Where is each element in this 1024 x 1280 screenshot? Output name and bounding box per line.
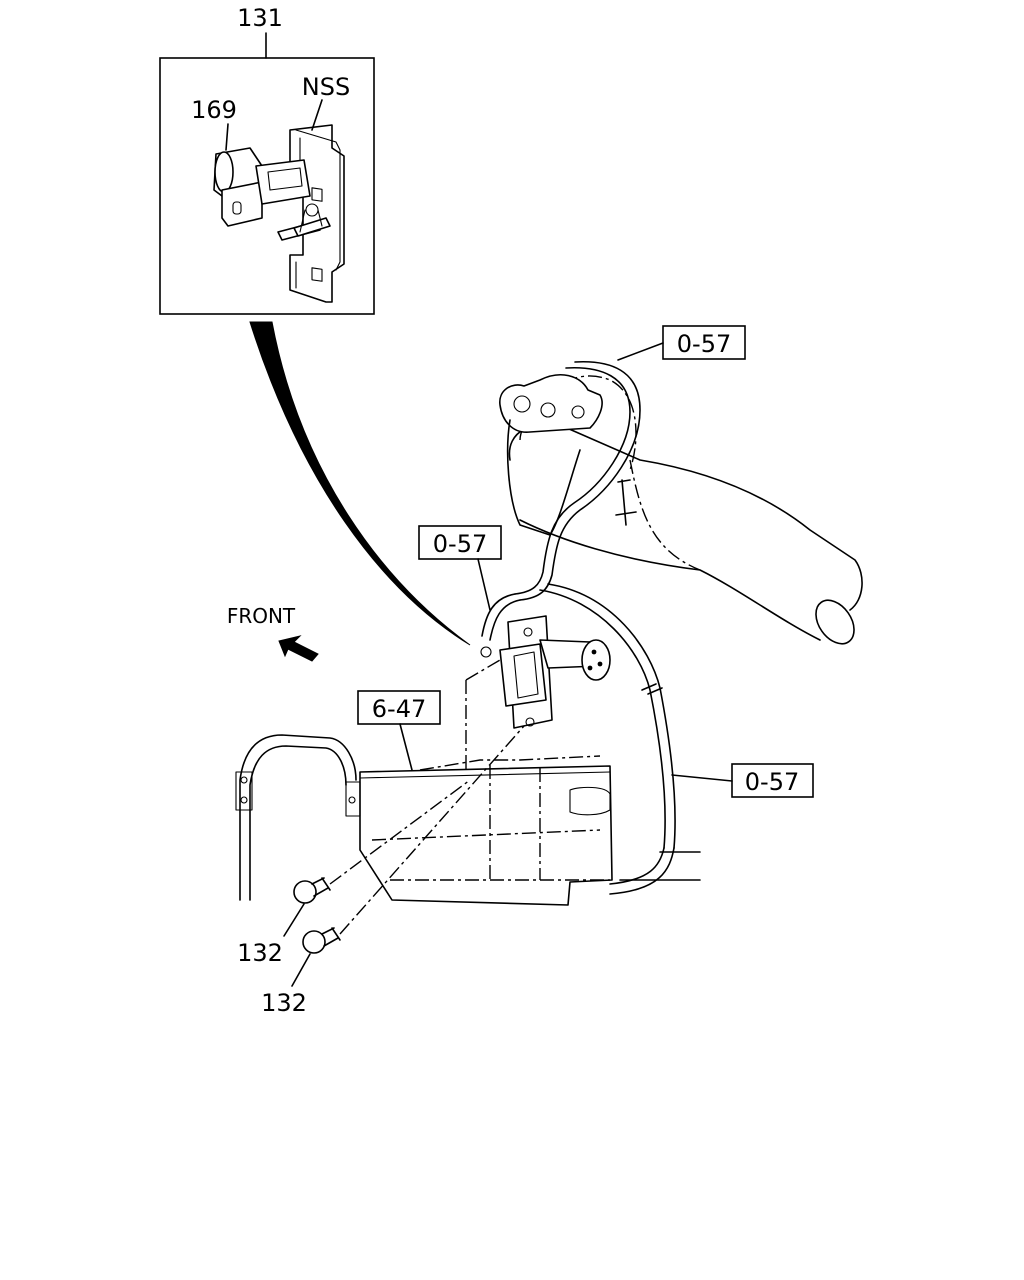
ref-box-hose-top: 0-57 — [617, 325, 746, 361]
ref-box-hose-mid: 0-57 — [418, 525, 502, 611]
leader-nss — [311, 99, 323, 131]
bolt-upper — [293, 779, 471, 904]
vacuum-solenoid-mounted — [480, 615, 611, 729]
inset-detail — [159, 32, 375, 315]
leader-132-upper — [283, 903, 305, 937]
ref-label-hose-top: 0-57 — [677, 330, 731, 358]
front-label: FRONT — [227, 604, 296, 628]
intake-hose-assembly — [499, 374, 863, 645]
detail-pointer-arrow — [249, 321, 471, 646]
leader-169 — [225, 123, 229, 151]
ref-label-hose-right: 0-57 — [745, 768, 799, 796]
leader-132-lower — [291, 953, 311, 987]
callout-132-lower: 132 — [261, 989, 307, 1017]
callout-132-upper: 132 — [237, 939, 283, 967]
vacuum-hose-lines — [481, 360, 701, 895]
ref-box-hose-right: 0-57 — [671, 763, 814, 798]
ref-box-bracket: 6-47 — [357, 690, 441, 771]
callout-nss: NSS — [302, 73, 350, 101]
vacuum-solenoid-inset — [213, 147, 331, 241]
arrow-up-left-icon — [278, 635, 319, 662]
ref-label-bracket: 6-47 — [372, 695, 426, 723]
callout-131: 131 — [237, 4, 283, 32]
callout-169: 169 — [191, 96, 237, 124]
ref-label-hose-mid: 0-57 — [433, 530, 487, 558]
bolt-lower — [302, 725, 525, 954]
